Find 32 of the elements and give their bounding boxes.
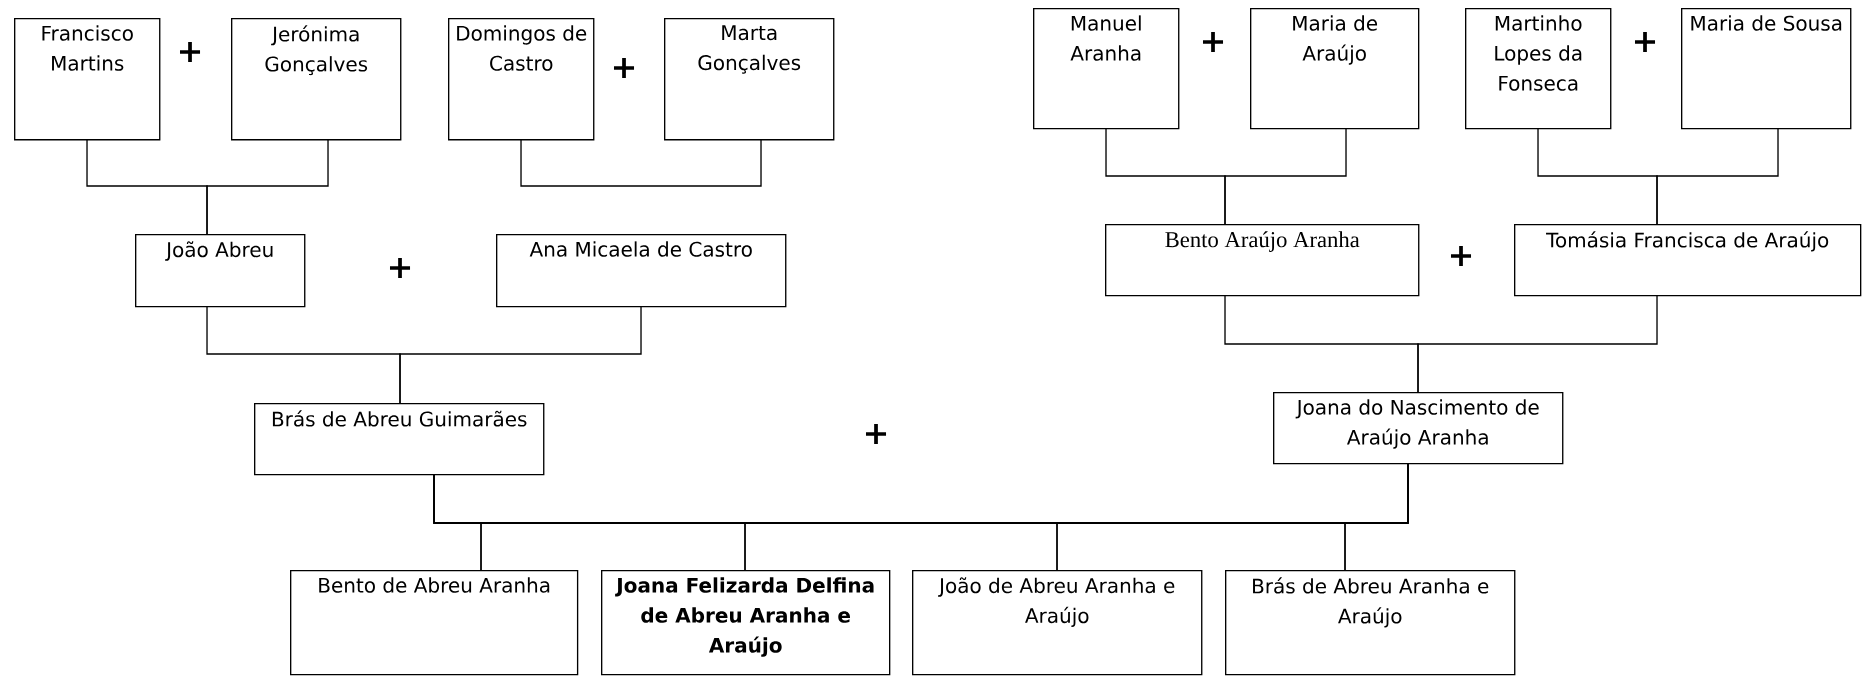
name-box: Manuel Aranha (1033, 8, 1180, 130)
name-box: Francisco Martins (14, 18, 161, 141)
name-box: Martinho Lopes da Fonseca (1465, 8, 1612, 130)
family-line (206, 138, 329, 235)
name-box: Brás de Abreu Guimarães (254, 403, 545, 476)
marriage-sign: + (1203, 31, 1224, 53)
name-box: Domingos de Castro (448, 18, 595, 141)
marriage-sign: + (614, 57, 635, 79)
name-box: João Abreu (135, 234, 306, 308)
name-box: Maria de Sousa (1681, 8, 1852, 130)
marriage-sign: + (390, 257, 411, 279)
name-box: Bento Araújo Aranha (1105, 224, 1420, 297)
marriage-sign: + (1635, 31, 1655, 53)
marriage-sign: + (866, 423, 887, 445)
name-box: Joana Felizarda Delfina de Abreu Aranha e Araújo (601, 570, 891, 676)
family-line (1344, 462, 1409, 571)
marriage-sign: + (180, 41, 201, 63)
name-box: Maria de Araújo (1250, 8, 1420, 130)
name-box: Brás de Abreu Aranha e Araújo (1225, 570, 1516, 676)
marriage-sign: + (1451, 245, 1471, 267)
family-line (1417, 294, 1658, 393)
name-box: Bento de Abreu Aranha (290, 570, 579, 676)
name-box: Ana Micaela de Castro (496, 234, 787, 308)
family-line (399, 305, 642, 404)
name-box: Joana do Nascimento de Araújo Aranha (1273, 392, 1564, 465)
family-line (1656, 127, 1779, 225)
family-line (520, 138, 762, 187)
family-line (1224, 127, 1347, 225)
name-box: Marta Gonçalves (664, 18, 835, 141)
name-box: Tomásia Francisca de Araújo (1514, 224, 1862, 297)
name-box: Jerónima Gonçalves (231, 18, 402, 141)
name-box: João de Abreu Aranha e Araújo (912, 570, 1203, 676)
